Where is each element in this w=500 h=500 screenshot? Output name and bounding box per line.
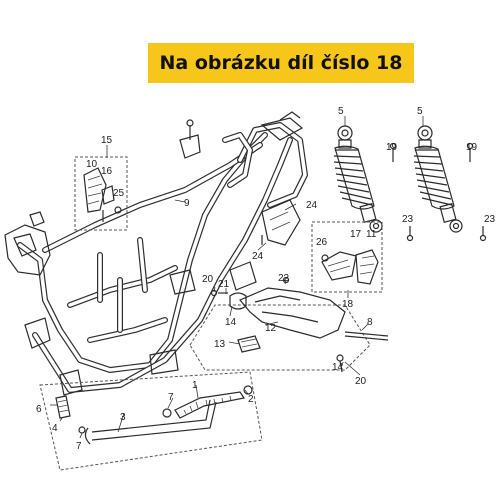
callout-22: 22: [278, 273, 290, 284]
callout-16: 16: [101, 166, 113, 177]
callout-18: 18: [342, 299, 354, 310]
shock-bolts-drawing: [389, 142, 487, 242]
group-15-box: [74, 156, 128, 231]
callout-12: 12: [265, 323, 277, 334]
callout-6: 6: [36, 404, 42, 415]
part-number-banner: Na obrázku díl číslo 18: [148, 43, 414, 83]
callout-4: 4: [52, 423, 58, 434]
callout-3: 3: [120, 412, 126, 423]
callout-21: 21: [218, 279, 230, 290]
callout-5: 5: [338, 106, 344, 117]
callout-17: 17: [350, 229, 362, 240]
callout-14: 14: [332, 362, 344, 373]
callout-13: 13: [214, 339, 226, 350]
callout-1: 1: [192, 380, 198, 391]
callout-15: 15: [101, 135, 113, 146]
banner-text: Na obrázku díl číslo 18: [159, 52, 403, 74]
callout-14: 14: [225, 317, 237, 328]
hose-assembly-drawing: [55, 385, 253, 445]
hose-outline: [39, 371, 263, 471]
callout-9: 9: [184, 198, 190, 209]
callout-7: 7: [76, 441, 82, 452]
bracket-24-drawing: [261, 199, 301, 246]
stand-outline: [189, 304, 371, 371]
callout-26: 26: [316, 237, 328, 248]
callout-2: 2: [248, 394, 254, 405]
callout-20: 20: [355, 376, 367, 387]
callout-19: 19: [466, 142, 478, 153]
callout-25: 25: [113, 188, 125, 199]
group-18-box: [311, 221, 383, 293]
engine-hanger-drawing: [321, 249, 379, 285]
callout-23: 23: [484, 214, 496, 225]
callout-19: 19: [386, 142, 398, 153]
callout-8: 8: [367, 317, 373, 328]
callout-20: 20: [202, 274, 214, 285]
callout-24: 24: [252, 251, 264, 262]
center-stand-drawing: [210, 276, 389, 373]
shock-absorber-right-drawing: [413, 125, 463, 233]
shock-absorber-left-drawing: [333, 125, 383, 233]
frame-drawing: [4, 111, 308, 396]
leader-lines: [50, 116, 471, 439]
callout-5: 5: [417, 106, 423, 117]
callouts: 5 5 19 19 23 23 15 10 16 25 9 24 24 26 1…: [36, 106, 496, 452]
bracket-assembly-drawing: [83, 167, 122, 222]
callout-7: 7: [168, 392, 174, 403]
callout-24: 24: [306, 200, 318, 211]
callout-10: 10: [86, 159, 98, 170]
callout-23: 23: [402, 214, 414, 225]
callout-11: 11: [366, 229, 377, 240]
